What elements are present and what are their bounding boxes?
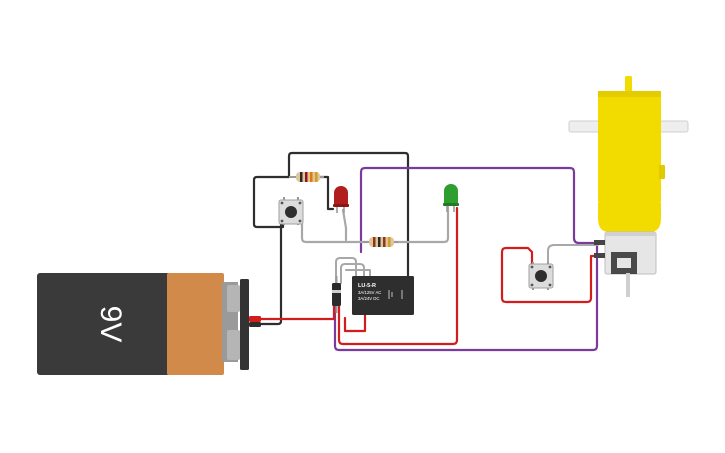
battery-clip [240, 279, 249, 370]
wire-gray-relay-3[interactable] [345, 269, 371, 279]
battery-body [37, 273, 170, 375]
wire-gray-resistor-to-green-led[interactable] [392, 205, 450, 244]
motor-terminal [594, 240, 605, 245]
relay-spec-dc: 3A/24V DC [358, 296, 380, 301]
battery-9v[interactable]: 9V [37, 273, 261, 375]
wire-black-left-loop[interactable] [252, 175, 291, 229]
motor-top-tab [625, 76, 632, 93]
diode[interactable] [332, 276, 341, 313]
motor-terminal [594, 253, 605, 258]
diode-band [332, 290, 341, 293]
wire-black-top-loop[interactable] [287, 151, 410, 286]
wire-black-to-battery[interactable] [256, 205, 283, 326]
wires [252, 151, 600, 352]
battery-terminal-negative [227, 330, 240, 360]
diode-lead-bottom [335, 305, 338, 313]
motor-side-tab [659, 165, 665, 179]
wire-gray-button-to-resistor[interactable] [300, 221, 370, 244]
wire-gray-relay-2[interactable] [340, 263, 365, 284]
battery-label: 9V [94, 306, 127, 343]
relay[interactable]: LU-5-R 3A/125V AC 3A/24V DC [352, 276, 414, 315]
battery-cap [167, 273, 224, 375]
pushbutton-left-cap [285, 206, 297, 218]
relay-spec-ac: 3A/125V AC [358, 290, 381, 295]
battery-lead-positive [249, 316, 261, 322]
red-led-body [334, 186, 348, 206]
battery-lead-negative [249, 322, 261, 327]
resistor-middle[interactable] [363, 237, 398, 247]
battery-terminal-positive [227, 285, 240, 312]
relay-body [352, 276, 414, 315]
wire-red-right-loop[interactable] [500, 246, 600, 304]
motor-gearbox [598, 91, 661, 204]
motor-gearbox-shade [598, 91, 661, 97]
wire-red-relay-to-green-led[interactable] [337, 206, 459, 346]
dc-motor[interactable] [568, 76, 689, 297]
red-led[interactable] [333, 186, 349, 213]
wire-gray-button2-to-motor[interactable] [547, 244, 599, 266]
wire-black-resistor-led[interactable] [318, 175, 335, 211]
green-led-body [444, 184, 458, 205]
wire-gray-red-led-down[interactable] [341, 208, 348, 242]
pushbutton-right[interactable] [528, 262, 554, 290]
pushbutton-right-cap [535, 270, 547, 282]
wire-gray-relay-1[interactable] [335, 257, 357, 284]
wire-red-battery[interactable] [256, 304, 336, 321]
relay-model: LU-5-R [358, 283, 376, 289]
pushbutton-left[interactable] [278, 197, 304, 225]
motor-shaft [626, 273, 630, 297]
resistor-top[interactable] [289, 172, 324, 182]
green-led[interactable] [443, 184, 459, 212]
wire-red-relay-short[interactable] [343, 312, 367, 333]
diode-lead-top [335, 276, 338, 284]
diode-body [332, 283, 341, 306]
motor-lower-housing [598, 203, 661, 232]
wire-purple[interactable] [333, 166, 599, 352]
